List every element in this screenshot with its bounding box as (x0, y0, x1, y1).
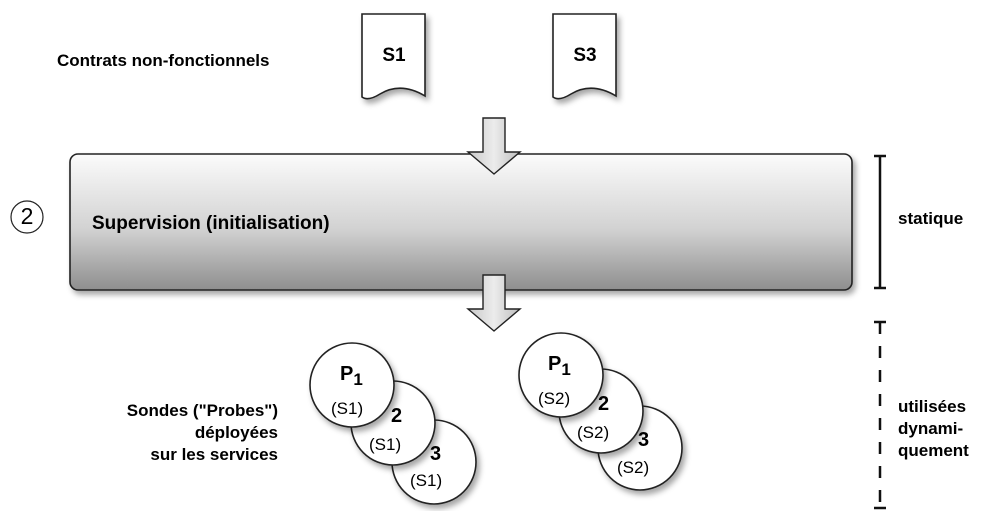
contract-s1-label: S1 (382, 45, 406, 66)
dynamic-line-2: dynami- (898, 419, 964, 438)
contract-s3-label: S3 (573, 45, 597, 66)
probes-label-line-2: déployées (194, 423, 278, 442)
probe-2-s2-service: (S2) (577, 423, 610, 442)
dynamic-line-1: utilisées (898, 397, 967, 416)
dynamic-line-3: quement (898, 441, 969, 460)
probe-3-s1-service: (S1) (410, 471, 443, 490)
probes-label: Sondes ("Probes") déployées sur les serv… (60, 400, 278, 466)
arrow-contracts-to-supervision (466, 117, 522, 175)
probe-3-s2-service: (S2) (617, 458, 650, 477)
probe-p1-s2-service: (S2) (538, 389, 571, 408)
probes-label-line-3: sur les services (150, 445, 278, 464)
supervision-label: Supervision (initialisation) (92, 213, 330, 234)
static-phase-label: statique (898, 209, 964, 228)
supervision-box (69, 153, 853, 291)
step-number-circle (10, 200, 44, 234)
probe-p1-s1-id: P1 (340, 363, 363, 389)
dynamic-bracket (874, 320, 886, 510)
probe-2-s1-id: 2 (391, 405, 403, 427)
probe-group-s2 (518, 332, 683, 491)
probe-circle-p1 (518, 332, 604, 418)
probe-2-s2-id: 2 (598, 393, 610, 415)
arrow-supervision-to-probes (466, 274, 522, 332)
probe-3-s2-id: 3 (638, 429, 650, 451)
contracts-label: Contrats non-fonctionnels (57, 51, 270, 70)
probe-3-s1-id: 3 (430, 443, 442, 465)
probe-p1-s1-service: (S1) (331, 399, 364, 418)
probe-group-s1 (309, 342, 477, 505)
probes-label-line-1: Sondes ("Probes") (126, 401, 278, 420)
contract-document-s1 (361, 13, 426, 100)
dynamic-phase-label: utilisées dynami- quement (898, 396, 969, 462)
static-bracket (874, 154, 886, 290)
probe-p1-s2-id: P1 (548, 353, 571, 379)
step-number: 2 (20, 203, 34, 229)
probe-2-s1-service: (S1) (369, 435, 402, 454)
contract-document-s3 (552, 13, 617, 100)
probe-circle-p1 (309, 342, 395, 428)
